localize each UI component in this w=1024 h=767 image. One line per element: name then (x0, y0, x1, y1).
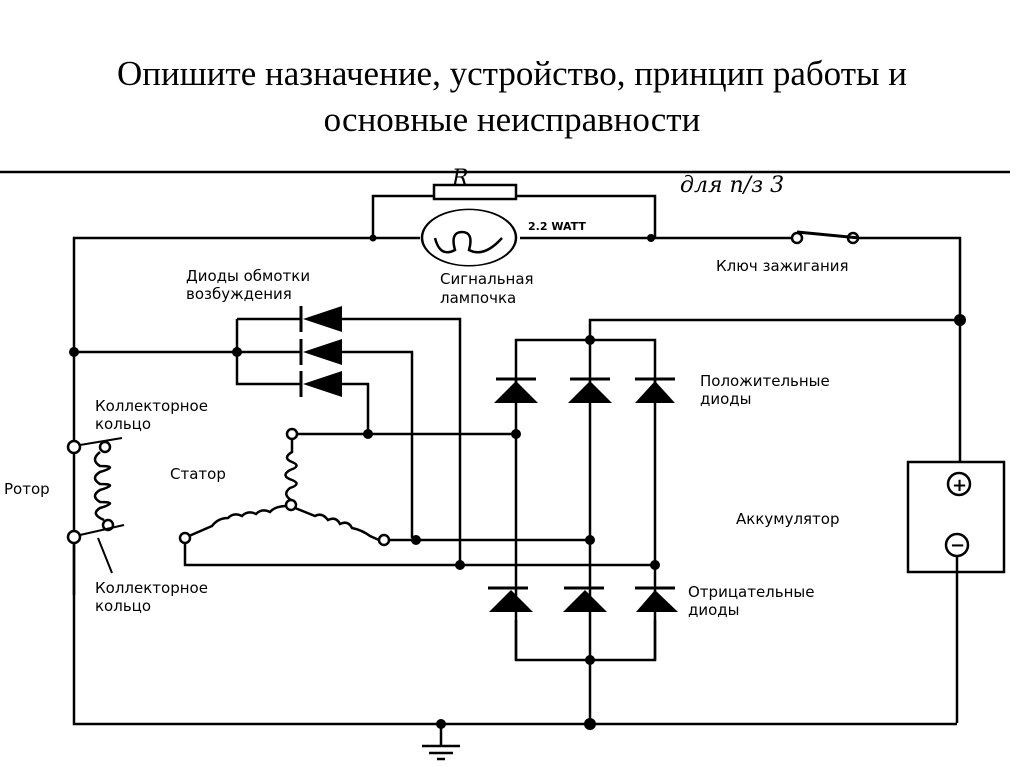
ground-icon (422, 724, 460, 761)
positive-diode-2 (568, 377, 612, 403)
battery-label: Аккумулятор (736, 510, 840, 528)
lamp-rating: 2.2 WATT (528, 220, 586, 233)
battery-icon: + − (906, 460, 1006, 723)
ignition-key-label: Ключ зажигания (716, 257, 849, 275)
negative-diode-3 (635, 586, 678, 612)
battery-plus: + (952, 475, 967, 496)
field-diode-3 (299, 371, 342, 397)
field-diodes-label-line-2: возбуждения (186, 285, 292, 303)
handwritten-note: для п/з 3 (680, 173, 784, 198)
slide-title-line-2: основные неисправности (323, 100, 701, 139)
positive-diode-1 (494, 377, 538, 403)
negative-diodes-label-line-1: Отрицательные (688, 583, 815, 601)
positive-diodes-label-line-2: диоды (700, 390, 752, 408)
top-main-wire (72, 236, 962, 595)
slide-title-line-1: Опишите назначение, устройство, принцип … (117, 54, 907, 93)
slip-ring-top-label-line-1: Коллекторное (95, 397, 208, 415)
rectifier-bridge (460, 314, 966, 720)
slip-ring-bottom-label-line-2: кольцо (95, 597, 151, 615)
ignition-switch-icon (790, 230, 860, 245)
positive-diodes-label-line-1: Положительные (700, 372, 830, 390)
field-diode-2 (299, 339, 342, 365)
rotor-winding-icon (66, 437, 125, 574)
stator-label: Статор (170, 465, 226, 483)
field-diode-1 (299, 306, 342, 332)
positive-diode-3 (635, 377, 675, 403)
resistor (369, 183, 657, 242)
field-diodes-label-line-1: Диоды обмотки (186, 267, 310, 285)
stator-winding-icon (178, 427, 590, 570)
battery-minus: − (950, 535, 965, 556)
handwritten-resistor-label: R (451, 166, 469, 191)
lamp-label-line-1: Сигнальная (440, 270, 534, 288)
warning-lamp-icon (420, 208, 518, 267)
field-diodes (69, 306, 462, 565)
negative-diode-1 (488, 586, 533, 612)
slip-ring-bottom-label-line-1: Коллекторное (95, 579, 208, 597)
negative-diodes-label-line-2: диоды (688, 601, 740, 619)
rotor-label: Ротор (4, 480, 50, 498)
slip-ring-top-label-line-2: кольцо (95, 415, 151, 433)
lamp-label-line-2: лампочка (440, 289, 516, 307)
negative-diode-2 (563, 586, 607, 612)
